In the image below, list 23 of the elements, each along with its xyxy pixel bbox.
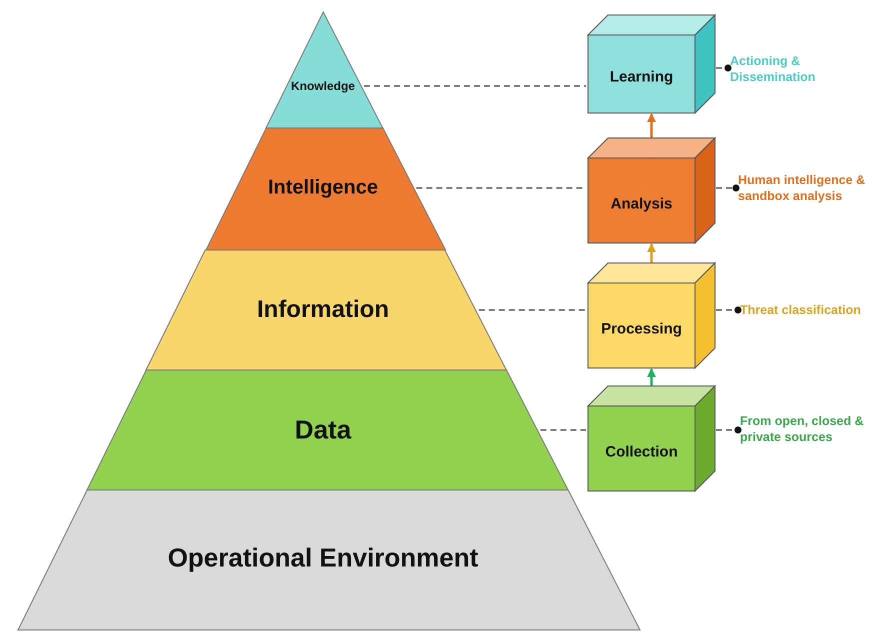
pyramid-tier [206,128,446,250]
connector-line [716,306,742,314]
connector-line [716,426,742,434]
connector-line [716,64,732,72]
annotation-text: Actioning & Dissemination [730,53,870,85]
connector-line [478,309,586,311]
tier-label: Knowledge [290,79,355,93]
annotation-text: Threat classification [740,302,875,318]
flow-arrow [647,113,656,138]
pyramid-tier [146,250,507,370]
flow-arrow [647,368,656,386]
tier-label: Information [256,296,389,324]
connector-line [716,184,740,192]
flow-arrow [647,243,656,263]
connector-line [364,85,586,87]
tier-label: Operational Environment [168,542,478,574]
tier-label: Data [294,414,352,446]
connector-line [540,429,586,431]
pyramid-tier [18,490,640,630]
tier-label: Intelligence [268,176,378,200]
annotation-text: Human intelligence & sandbox analysis [738,172,877,204]
pyramid-tier [87,370,568,490]
annotation-text: From open, closed & private sources [740,413,877,445]
